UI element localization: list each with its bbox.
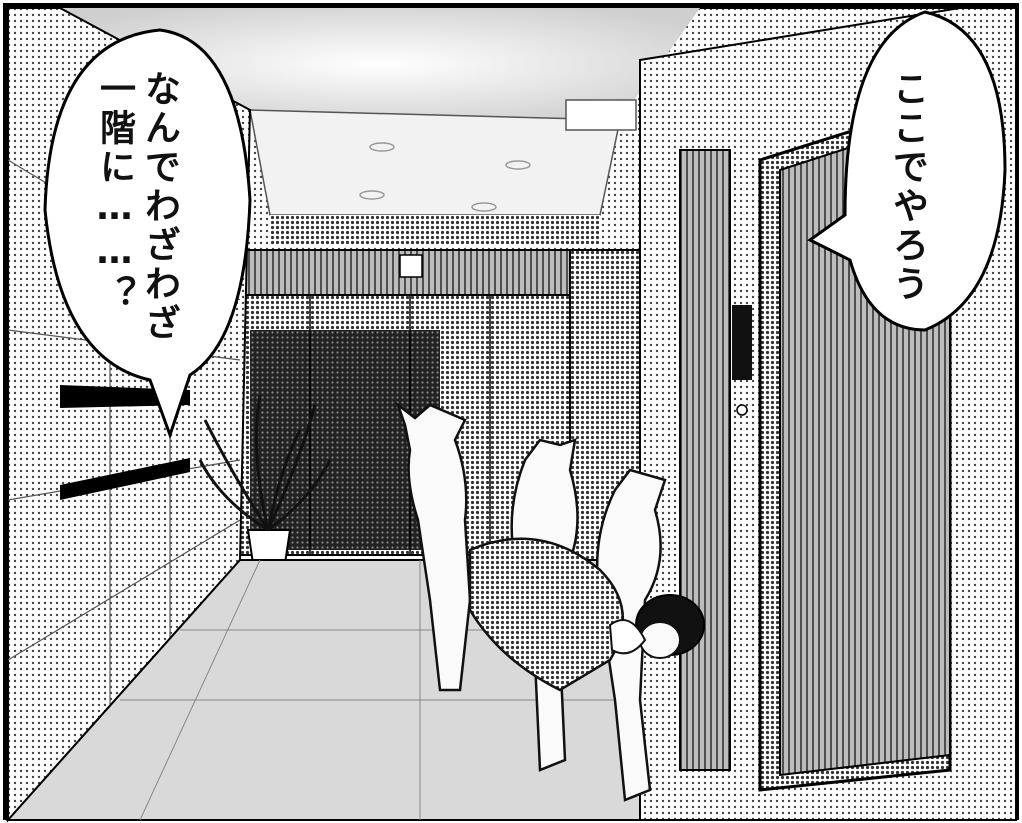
elevator-panel bbox=[732, 305, 752, 380]
dialogue-line: なんでわざわざ bbox=[139, 70, 180, 343]
speech-bubble-left-text: なんでわざわざ 一階に……？ bbox=[92, 70, 182, 370]
dialogue-line: 一階に……？ bbox=[94, 70, 135, 314]
elevator-call-button bbox=[736, 404, 748, 416]
ceiling-light-icon bbox=[359, 142, 531, 212]
wall-stripe bbox=[60, 458, 190, 500]
carried-person bbox=[468, 537, 705, 692]
speech-bubble-right-text: ここでやろう bbox=[885, 70, 930, 330]
exit-sign bbox=[399, 254, 423, 278]
elevator-frame bbox=[679, 149, 731, 771]
dialogue-line: ここでやろう bbox=[887, 70, 928, 304]
speech-bubble-right bbox=[807, 10, 1007, 332]
speech-bubble-left bbox=[43, 28, 252, 440]
